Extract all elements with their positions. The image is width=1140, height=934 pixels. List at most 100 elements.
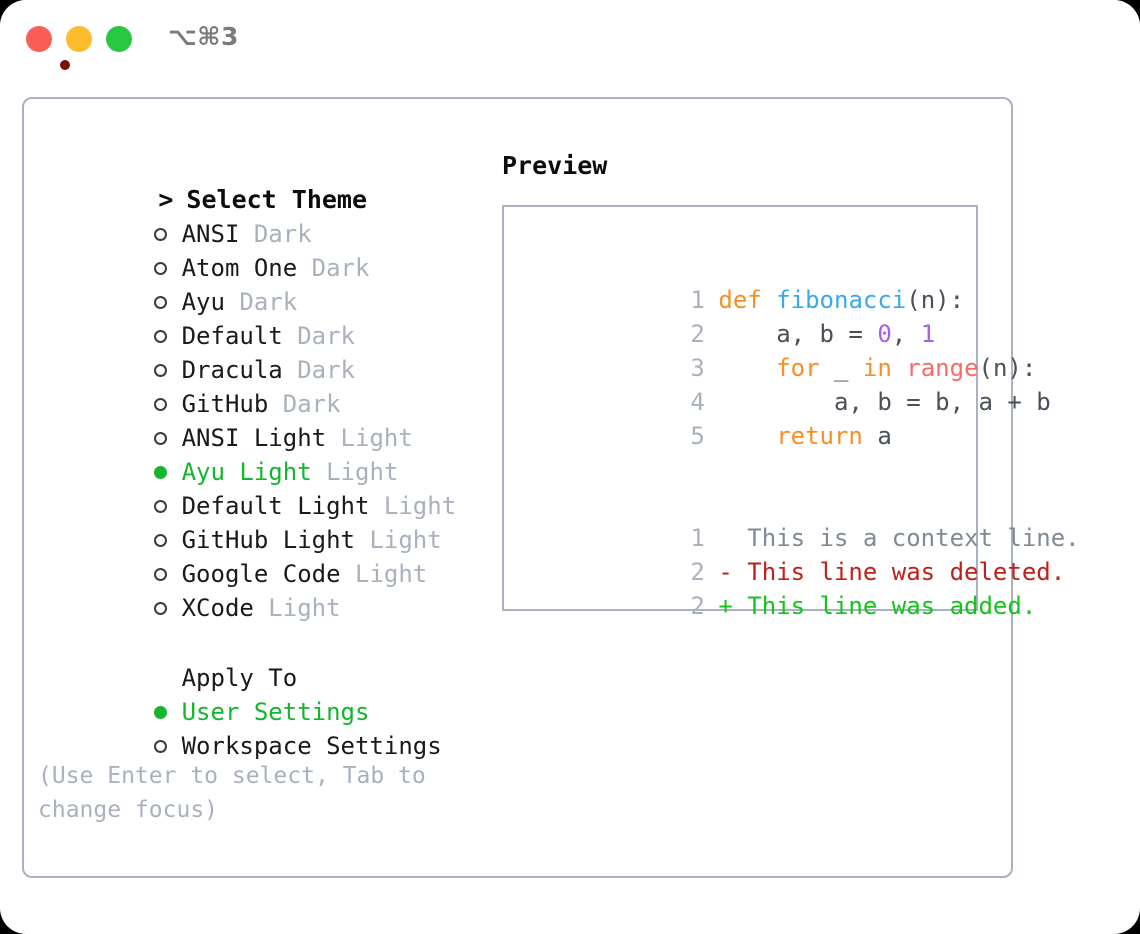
token-plain: a, b = (718, 320, 878, 348)
theme-variant-label: Dark (311, 254, 370, 282)
theme-option-label: Dracula (181, 356, 283, 384)
line-number: 5 (690, 422, 705, 450)
theme-variant-label: Light (268, 594, 341, 622)
line-number: 2 (690, 558, 705, 586)
keyboard-hint-text: (Use Enter to select, Tab to change focu… (38, 763, 440, 823)
token-keyword: return (776, 422, 863, 450)
theme-variant-label: Dark (239, 288, 298, 316)
code-line: 4 a, b = b, a + b (517, 351, 1050, 416)
radio-icon (153, 251, 182, 285)
theme-option-default-light[interactable]: Default Light Light (38, 455, 468, 520)
window-maximize-button[interactable] (106, 26, 132, 52)
radio-icon (153, 557, 182, 591)
radio-icon (153, 217, 182, 251)
token-plain (762, 286, 776, 314)
theme-picker-title: Select Theme (186, 185, 368, 214)
code-line: 3 for _ in range(n): (517, 317, 1036, 382)
theme-option-label: Default (181, 322, 283, 350)
token-plain: (n): (906, 286, 965, 314)
theme-option-label: Ayu Light (181, 458, 312, 486)
radio-selected-icon (153, 695, 182, 729)
radio-icon (153, 489, 182, 523)
window-close-button[interactable] (26, 26, 70, 70)
main-panel: > Select Theme ANSI Dark Atom One Dark Ay… (22, 97, 1080, 878)
theme-option-ansi-light[interactable]: ANSI Light Light (38, 387, 468, 452)
token-plain: a (862, 422, 892, 450)
theme-option-label: ANSI (181, 220, 240, 248)
theme-option-label: Ayu (181, 288, 225, 316)
code-line: 2 a, b = 0, 1 (517, 283, 967, 348)
window-minimize-button[interactable] (66, 26, 92, 52)
line-number: 1 (690, 524, 705, 552)
radio-icon (153, 387, 182, 421)
recording-indicator-icon (60, 60, 70, 70)
line-number: 1 (690, 286, 705, 314)
header-caret-icon: > (158, 185, 174, 214)
theme-option-google-code[interactable]: Google Code Light (38, 523, 468, 588)
theme-option-ayu-light[interactable]: Ayu Light Light (38, 421, 468, 486)
token-builtin: range (906, 354, 979, 382)
line-number: 2 (690, 592, 705, 620)
token-plain (892, 354, 906, 382)
theme-variant-label: Light (355, 560, 428, 588)
theme-option-github-light[interactable]: GitHub Light Light (38, 489, 468, 554)
theme-option-label: Atom One (181, 254, 298, 282)
apply-to-option-label: User Settings (181, 698, 370, 726)
radio-icon (153, 591, 182, 625)
diff-line-deleted: 2 - This line was deleted. (517, 521, 1065, 586)
theme-option-ayu-dark[interactable]: Ayu Dark (38, 251, 468, 316)
diff-line-context: 1 This is a context line. (517, 487, 1079, 552)
theme-option-default-dark[interactable]: Default Dark (38, 285, 468, 350)
token-keyword: def (718, 286, 762, 314)
theme-option-label: XCode (181, 594, 254, 622)
radio-icon (153, 319, 182, 353)
theme-option-ansi-dark[interactable]: ANSI Dark (38, 183, 468, 248)
code-line: 5 return a (517, 385, 967, 450)
theme-option-dracula-dark[interactable]: Dracula Dark (38, 319, 468, 384)
theme-option-xcode[interactable]: XCode Light (38, 557, 468, 622)
token-plain (718, 354, 776, 382)
radio-icon (153, 729, 182, 763)
line-number: 3 (690, 354, 705, 382)
diff-text: This is a context line. (718, 524, 1080, 552)
token-number: 1 (920, 320, 936, 348)
theme-option-label: GitHub (181, 390, 269, 418)
theme-variant-label: Light (340, 424, 413, 452)
theme-option-label: GitHub Light (181, 526, 355, 554)
theme-variant-label: Dark (282, 390, 341, 418)
diff-line-added: 2 + This line was added. (517, 555, 1036, 620)
theme-variant-label: Dark (297, 322, 355, 350)
token-plain: a, b = b, a + b (718, 388, 1051, 416)
token-plain: (n): (978, 354, 1037, 382)
theme-option-github-dark[interactable]: GitHub Dark (38, 353, 468, 418)
theme-variant-label: Dark (297, 356, 355, 384)
theme-variant-label: Dark (253, 220, 312, 248)
apply-to-option-user-settings[interactable]: User Settings (38, 661, 468, 726)
token-keyword: for (776, 354, 820, 382)
line-number: 4 (690, 388, 705, 416)
window-title: ⌥⌘3 (168, 22, 239, 51)
radio-icon (153, 421, 182, 455)
theme-option-atom-one-dark[interactable]: Atom One Dark (38, 217, 468, 282)
apply-to-title: Apply To (181, 664, 298, 692)
diff-text: - This line was deleted. (718, 558, 1066, 586)
radio-selected-icon (153, 455, 182, 489)
token-number: 0 (877, 320, 892, 348)
apply-to-option-label: Workspace Settings (181, 732, 442, 760)
theme-option-label: Default Light (181, 492, 370, 520)
apply-to-option-workspace-settings[interactable]: Workspace Settings (38, 695, 468, 760)
theme-picker-column: > Select Theme ANSI Dark Atom One Dark Ay… (38, 149, 468, 827)
apply-to-spacer (154, 661, 182, 695)
theme-option-label: ANSI Light (181, 424, 327, 452)
diff-text: + This line was added. (718, 592, 1037, 620)
radio-icon (153, 523, 182, 557)
radio-icon (153, 285, 182, 319)
theme-variant-label: Light (383, 492, 457, 520)
window-titlebar: ⌥⌘3 (0, 0, 1140, 78)
preview-title: Preview (502, 151, 608, 180)
line-number: 2 (690, 320, 705, 348)
